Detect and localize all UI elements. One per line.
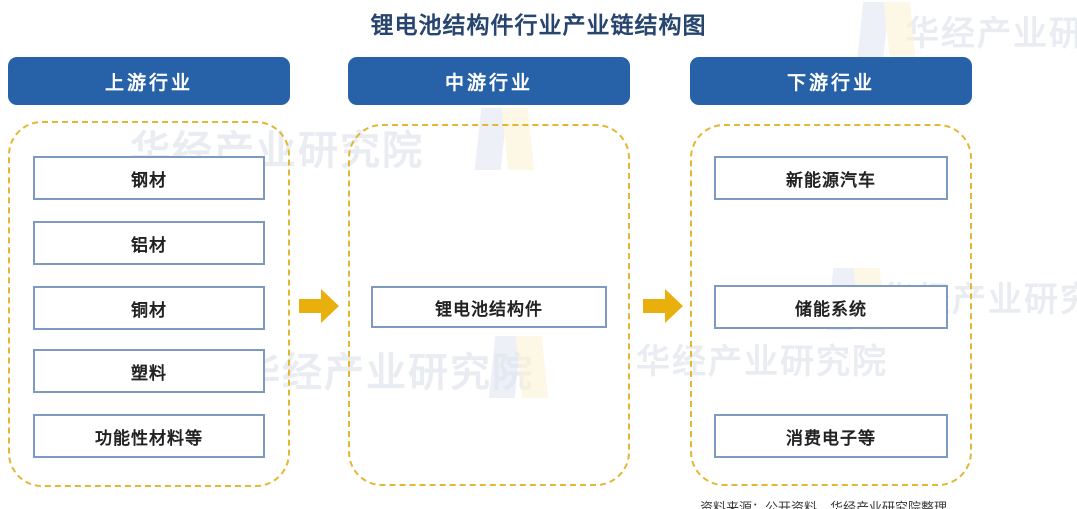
column-upstream-container	[8, 121, 290, 487]
item-box-upstream[interactable]: 铜材	[33, 286, 265, 330]
header-upstream[interactable]: 上游行业	[8, 57, 290, 105]
arrow-midstream-to-downstream	[641, 284, 685, 328]
item-box-downstream[interactable]: 储能系统	[714, 285, 948, 329]
arrow-upstream-to-midstream	[297, 284, 341, 328]
item-box-midstream[interactable]: 锂电池结构件	[371, 286, 607, 328]
item-box-downstream[interactable]: 消费电子等	[714, 414, 948, 458]
header-downstream[interactable]: 下游行业	[690, 57, 972, 105]
header-midstream[interactable]: 中游行业	[348, 57, 630, 105]
item-box-upstream[interactable]: 功能性材料等	[33, 414, 265, 458]
item-box-downstream[interactable]: 新能源汽车	[714, 156, 948, 200]
column-downstream-container	[690, 124, 972, 486]
source-footnote: 资料来源：公开资料、华经产业研究院整理	[700, 500, 948, 509]
item-box-upstream[interactable]: 铝材	[33, 221, 265, 265]
item-box-upstream[interactable]: 塑料	[33, 349, 265, 393]
item-box-upstream[interactable]: 钢材	[33, 156, 265, 200]
page-title: 锂电池结构件行业产业链结构图	[370, 12, 707, 38]
